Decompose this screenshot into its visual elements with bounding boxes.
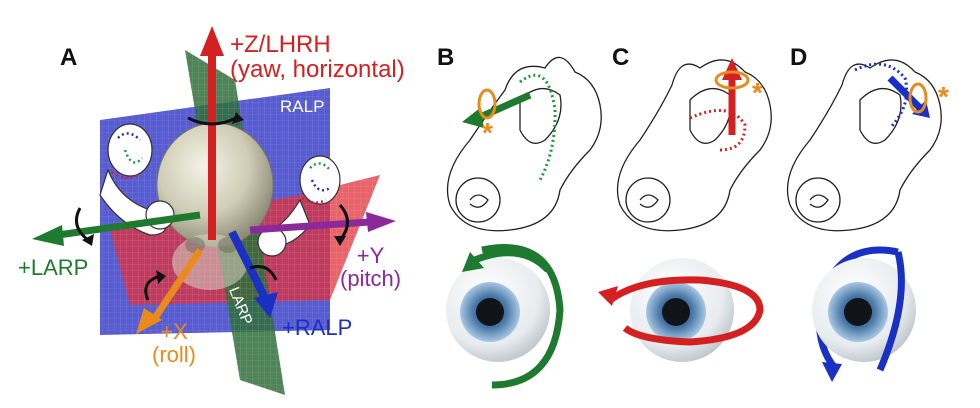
x-axis-label-line2: (roll)	[152, 342, 196, 368]
panel-c-horizontal-canal	[689, 58, 750, 152]
y-axis-label-line1: +Y	[356, 243, 385, 268]
panel-c-marker: *	[752, 77, 763, 108]
right-inner-ear	[257, 155, 341, 257]
eye-c	[598, 258, 764, 362]
panel-b-larp-canal	[462, 73, 557, 181]
panel-b-ear-outline	[446, 56, 602, 232]
panel-c-ear-outline	[616, 59, 772, 232]
x-axis-label: +X (roll)	[152, 320, 196, 366]
z-axis-label-line1: +Z/LHRH	[230, 31, 331, 58]
panel-a	[32, 26, 396, 395]
z-axis-arrow	[187, 26, 244, 240]
panel-label-c: C	[612, 44, 630, 71]
ralp-axis-label: +RALP	[282, 315, 353, 340]
z-axis-label: +Z/LHRH (yaw, horizontal)	[230, 31, 405, 84]
eye-d	[812, 246, 916, 382]
panel-d-marker: *	[938, 81, 949, 112]
x-axis-label-line1: +X	[160, 319, 188, 344]
panel-b-marker: *	[482, 117, 493, 148]
panel-d-ralp-canal	[854, 62, 930, 130]
panel-label-a: A	[60, 44, 78, 71]
y-axis-label: +Y (pitch)	[340, 244, 401, 290]
panel-label-b: B	[437, 44, 455, 71]
panel-d-ear-outline	[786, 59, 942, 232]
eye-b	[446, 244, 564, 389]
z-axis-label-line2: (yaw, horizontal)	[230, 56, 405, 84]
larp-axis-label: +LARP	[18, 255, 89, 280]
larp-axis-arrow	[32, 207, 201, 246]
y-axis-arrow	[249, 204, 396, 246]
ralp-axis-arrow	[228, 230, 278, 318]
ralp-plane-label: RALP	[280, 97, 325, 116]
z-plane-label: Z	[350, 167, 360, 184]
y-axis-label-line2: (pitch)	[340, 266, 402, 292]
panel-label-d: D	[790, 44, 808, 71]
x-axis-arrow	[136, 248, 203, 334]
